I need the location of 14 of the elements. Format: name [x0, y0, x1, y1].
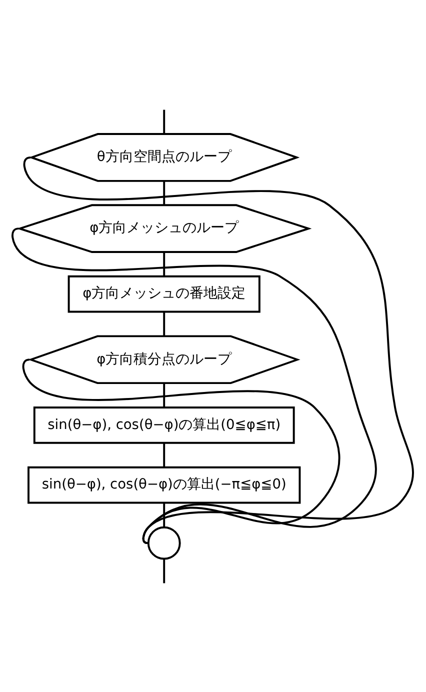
connector — [163, 442, 166, 467]
connector — [163, 312, 166, 336]
node-box: sin(θ−φ), cos(θ−φ)の算出(−π≦φ≦0) — [28, 466, 301, 504]
connector — [23, 156, 414, 543]
node-box: φ方向メッシュの番地設定 — [68, 274, 260, 312]
connector — [163, 109, 166, 134]
connector — [22, 358, 340, 544]
connector — [163, 252, 166, 276]
connector — [163, 558, 166, 583]
connector — [163, 502, 166, 527]
connector — [163, 180, 166, 205]
connector — [163, 382, 166, 407]
node-circle — [147, 526, 181, 560]
node-box: sin(θ−φ), cos(θ−φ)の算出(0≦φ≦π) — [33, 406, 295, 444]
